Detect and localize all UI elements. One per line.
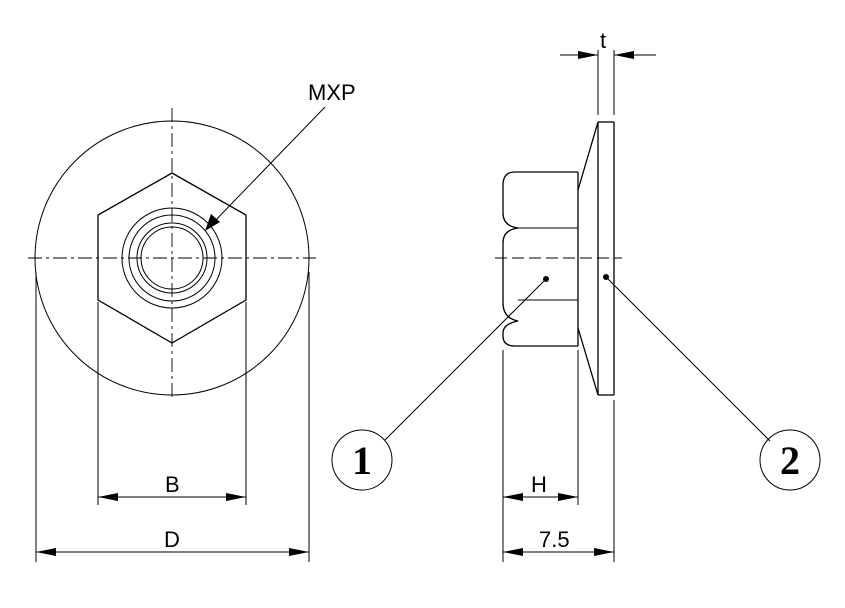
total-height-label: 7.5 (539, 527, 570, 552)
h-arrow-left (503, 493, 523, 501)
hex-body-outline (502, 171, 578, 347)
mxp-label: MXP (308, 80, 356, 105)
flange-taper-bottom (577, 327, 599, 396)
total-arrow-left (503, 548, 523, 556)
d-arrow-right (289, 548, 309, 556)
callout-2-label: 2 (780, 438, 800, 483)
callout-balloon-1: 1 (331, 429, 393, 491)
d-label: D (164, 527, 180, 552)
side-view: 1 2 t H 7.5 (331, 28, 821, 562)
b-arrow-left (98, 493, 118, 501)
total-arrow-right (594, 548, 614, 556)
b-arrow-right (226, 493, 246, 501)
h-label: H (531, 472, 547, 497)
part2-leader (605, 276, 771, 442)
d-arrow-left (36, 548, 56, 556)
part1-leader (384, 278, 547, 441)
b-label: B (165, 472, 180, 497)
mxp-arrowhead (205, 214, 220, 231)
t-arrow-right (614, 51, 634, 59)
mxp-leader-line (210, 106, 326, 226)
callout-1-label: 1 (352, 438, 372, 483)
t-arrow-left (578, 51, 598, 59)
callout-balloon-2: 2 (759, 429, 821, 491)
h-arrow-right (558, 493, 578, 501)
t-label: t (600, 28, 606, 53)
front-view: MXP B D (28, 80, 356, 562)
flange-taper-top (577, 121, 599, 191)
